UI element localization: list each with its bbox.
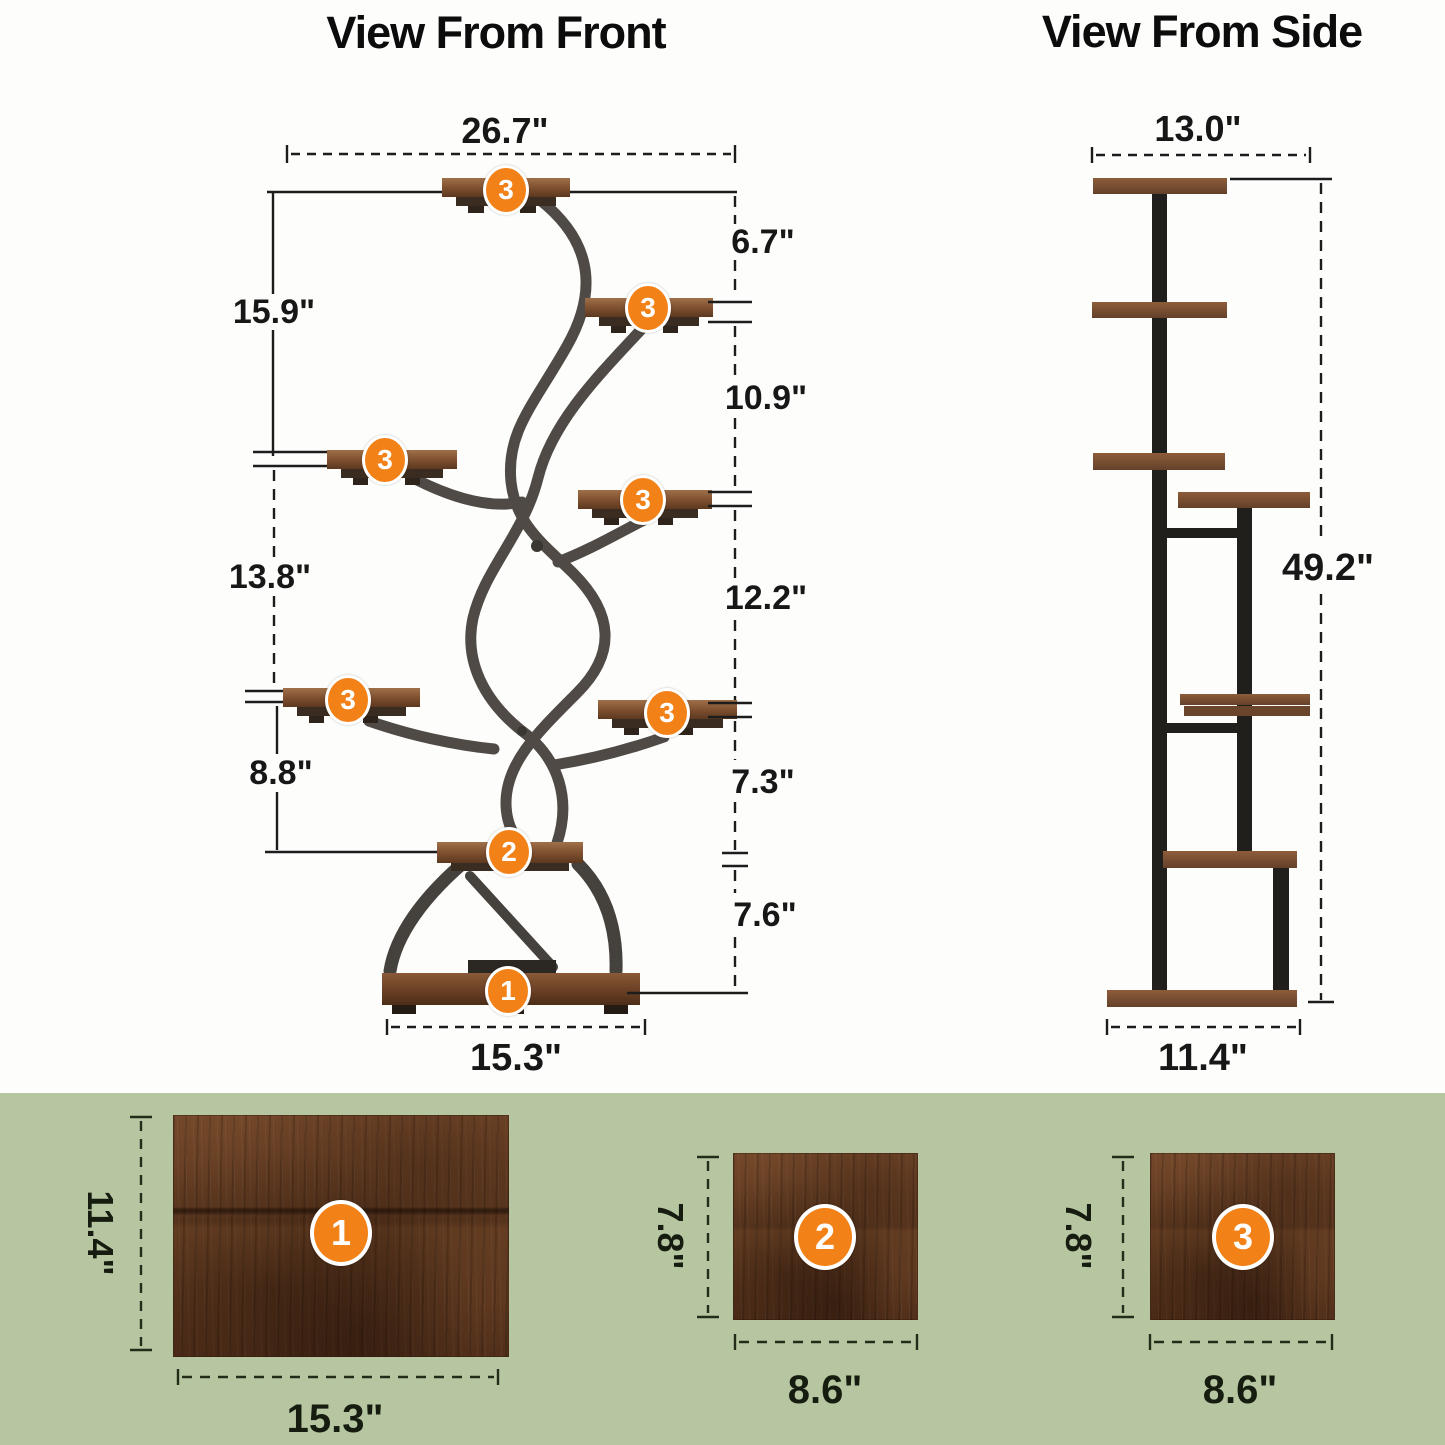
front-vine-pipes	[363, 194, 670, 867]
shelf-badge: 3	[483, 165, 529, 215]
front-base-legs	[383, 857, 623, 978]
side-dimension-lines	[1090, 147, 1334, 1035]
dim-side-bottom-width: 11.4"	[1158, 1037, 1248, 1079]
side-shelves	[1092, 178, 1310, 1007]
side-frame	[1152, 190, 1289, 992]
dim-front-left-mid: 13.8"	[228, 558, 312, 596]
pipe-joint	[531, 540, 543, 552]
dim-front-right-3: 12.2"	[724, 579, 808, 617]
shelf-badge: 3	[325, 675, 371, 725]
dim-panel2-height: 7.8"	[650, 1202, 691, 1270]
dim-panel3-height: 7.8"	[1058, 1202, 1099, 1270]
shelf-badge: 1	[485, 966, 531, 1016]
dim-front-bottom-width: 15.3"	[470, 1037, 562, 1079]
dim-front-right-1: 6.7"	[731, 223, 795, 261]
side-view-title: View From Side	[1041, 6, 1363, 57]
dim-panel2-width: 8.6"	[787, 1368, 863, 1412]
dim-panel3-width: 8.6"	[1202, 1368, 1278, 1412]
pipe-joint	[517, 726, 527, 736]
front-view-title: View From Front	[326, 7, 666, 58]
shelf-badge: 3	[620, 475, 666, 525]
panel-badge: 3	[1212, 1204, 1274, 1270]
dim-panel1-width: 15.3"	[286, 1397, 384, 1441]
dim-panel1-height: 11.4"	[80, 1190, 121, 1276]
shelf-badge: 2	[486, 827, 532, 877]
dim-front-top-width: 26.7"	[461, 110, 549, 151]
dim-front-right-4: 7.3"	[731, 763, 795, 801]
dim-front-right-2: 10.9"	[724, 379, 808, 417]
dim-front-left-lower: 8.8"	[249, 754, 313, 792]
front-dimension-lines	[245, 145, 752, 1035]
dim-front-left-upper: 15.9"	[232, 293, 316, 331]
shelf-badge: 3	[644, 688, 690, 738]
panel-badge: 2	[794, 1204, 856, 1270]
shelf-badge: 3	[625, 283, 671, 333]
shelf-badge: 3	[362, 435, 408, 485]
panel-badge: 1	[310, 1200, 372, 1266]
dim-side-top-width: 13.0"	[1154, 108, 1242, 149]
dim-front-right-5: 7.6"	[733, 896, 797, 934]
dim-side-height: 49.2"	[1282, 547, 1374, 589]
